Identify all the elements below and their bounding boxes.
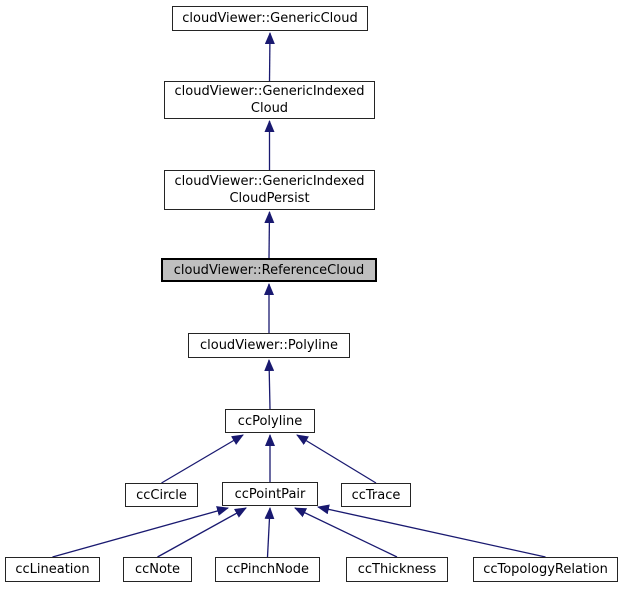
node-label: cloudViewer::GenericIndexed Cloud xyxy=(174,84,365,116)
node-cctopologyrelation[interactable]: ccTopologyRelation xyxy=(473,557,618,582)
node-label: ccNote xyxy=(134,562,181,577)
node-ccpolyline[interactable]: ccPolyline xyxy=(225,409,315,433)
node-label: cloudViewer::Polyline xyxy=(199,338,339,353)
edge-ccnote-to-ccpointpair xyxy=(157,507,247,558)
edge-ccthickness-to-ccpointpair xyxy=(294,507,398,558)
edge-cclineation-to-ccpointpair xyxy=(52,506,229,558)
node-label: ccTrace xyxy=(351,487,401,503)
node-label: ccTopologyRelation xyxy=(483,562,608,577)
node-reference-cloud: cloudViewer::ReferenceCloud xyxy=(161,258,377,282)
node-label: ccThickness xyxy=(357,562,437,577)
edge-cctopologyrelation-to-ccpointpair xyxy=(317,504,546,558)
node-generic-cloud[interactable]: cloudViewer::GenericCloud xyxy=(172,6,368,31)
node-cctrace[interactable]: ccTrace xyxy=(341,483,411,507)
edge-ccpolyline-to-polyline xyxy=(264,359,275,410)
edge-cctrace-to-ccpolyline xyxy=(296,434,377,484)
edge-genericindexedcloud-to-genericcloud xyxy=(264,32,275,82)
node-ccpinchnode[interactable]: ccPinchNode xyxy=(215,557,320,582)
node-label: ccPolyline xyxy=(237,413,303,429)
node-generic-indexed-cloud-persist[interactable]: cloudViewer::GenericIndexed CloudPersist xyxy=(164,170,375,210)
node-ccpointpair[interactable]: ccPointPair xyxy=(222,482,318,506)
edge-cccircle-to-ccpolyline xyxy=(161,434,244,484)
node-label: cloudViewer::GenericIndexed CloudPersist xyxy=(174,174,365,206)
node-cloudviewer-polyline[interactable]: cloudViewer::Polyline xyxy=(188,333,350,358)
node-label: cloudViewer::GenericCloud xyxy=(182,11,358,26)
node-ccnote[interactable]: ccNote xyxy=(123,557,192,582)
node-label: ccPinchNode xyxy=(225,562,309,577)
node-label: ccLineation xyxy=(15,562,90,577)
node-generic-indexed-cloud[interactable]: cloudViewer::GenericIndexed Cloud xyxy=(164,81,375,119)
node-label: ccCircle xyxy=(136,487,187,503)
edge-referencecloud-to-genericindexedcloudpersist xyxy=(264,211,275,259)
node-cccircle[interactable]: ccCircle xyxy=(125,483,198,507)
node-cclineation[interactable]: ccLineation xyxy=(5,557,100,582)
node-label: cloudViewer::ReferenceCloud xyxy=(173,262,365,278)
node-label: ccPointPair xyxy=(234,486,306,502)
edge-ccpinchnode-to-ccpointpair xyxy=(264,507,275,558)
node-ccthickness[interactable]: ccThickness xyxy=(346,557,448,582)
